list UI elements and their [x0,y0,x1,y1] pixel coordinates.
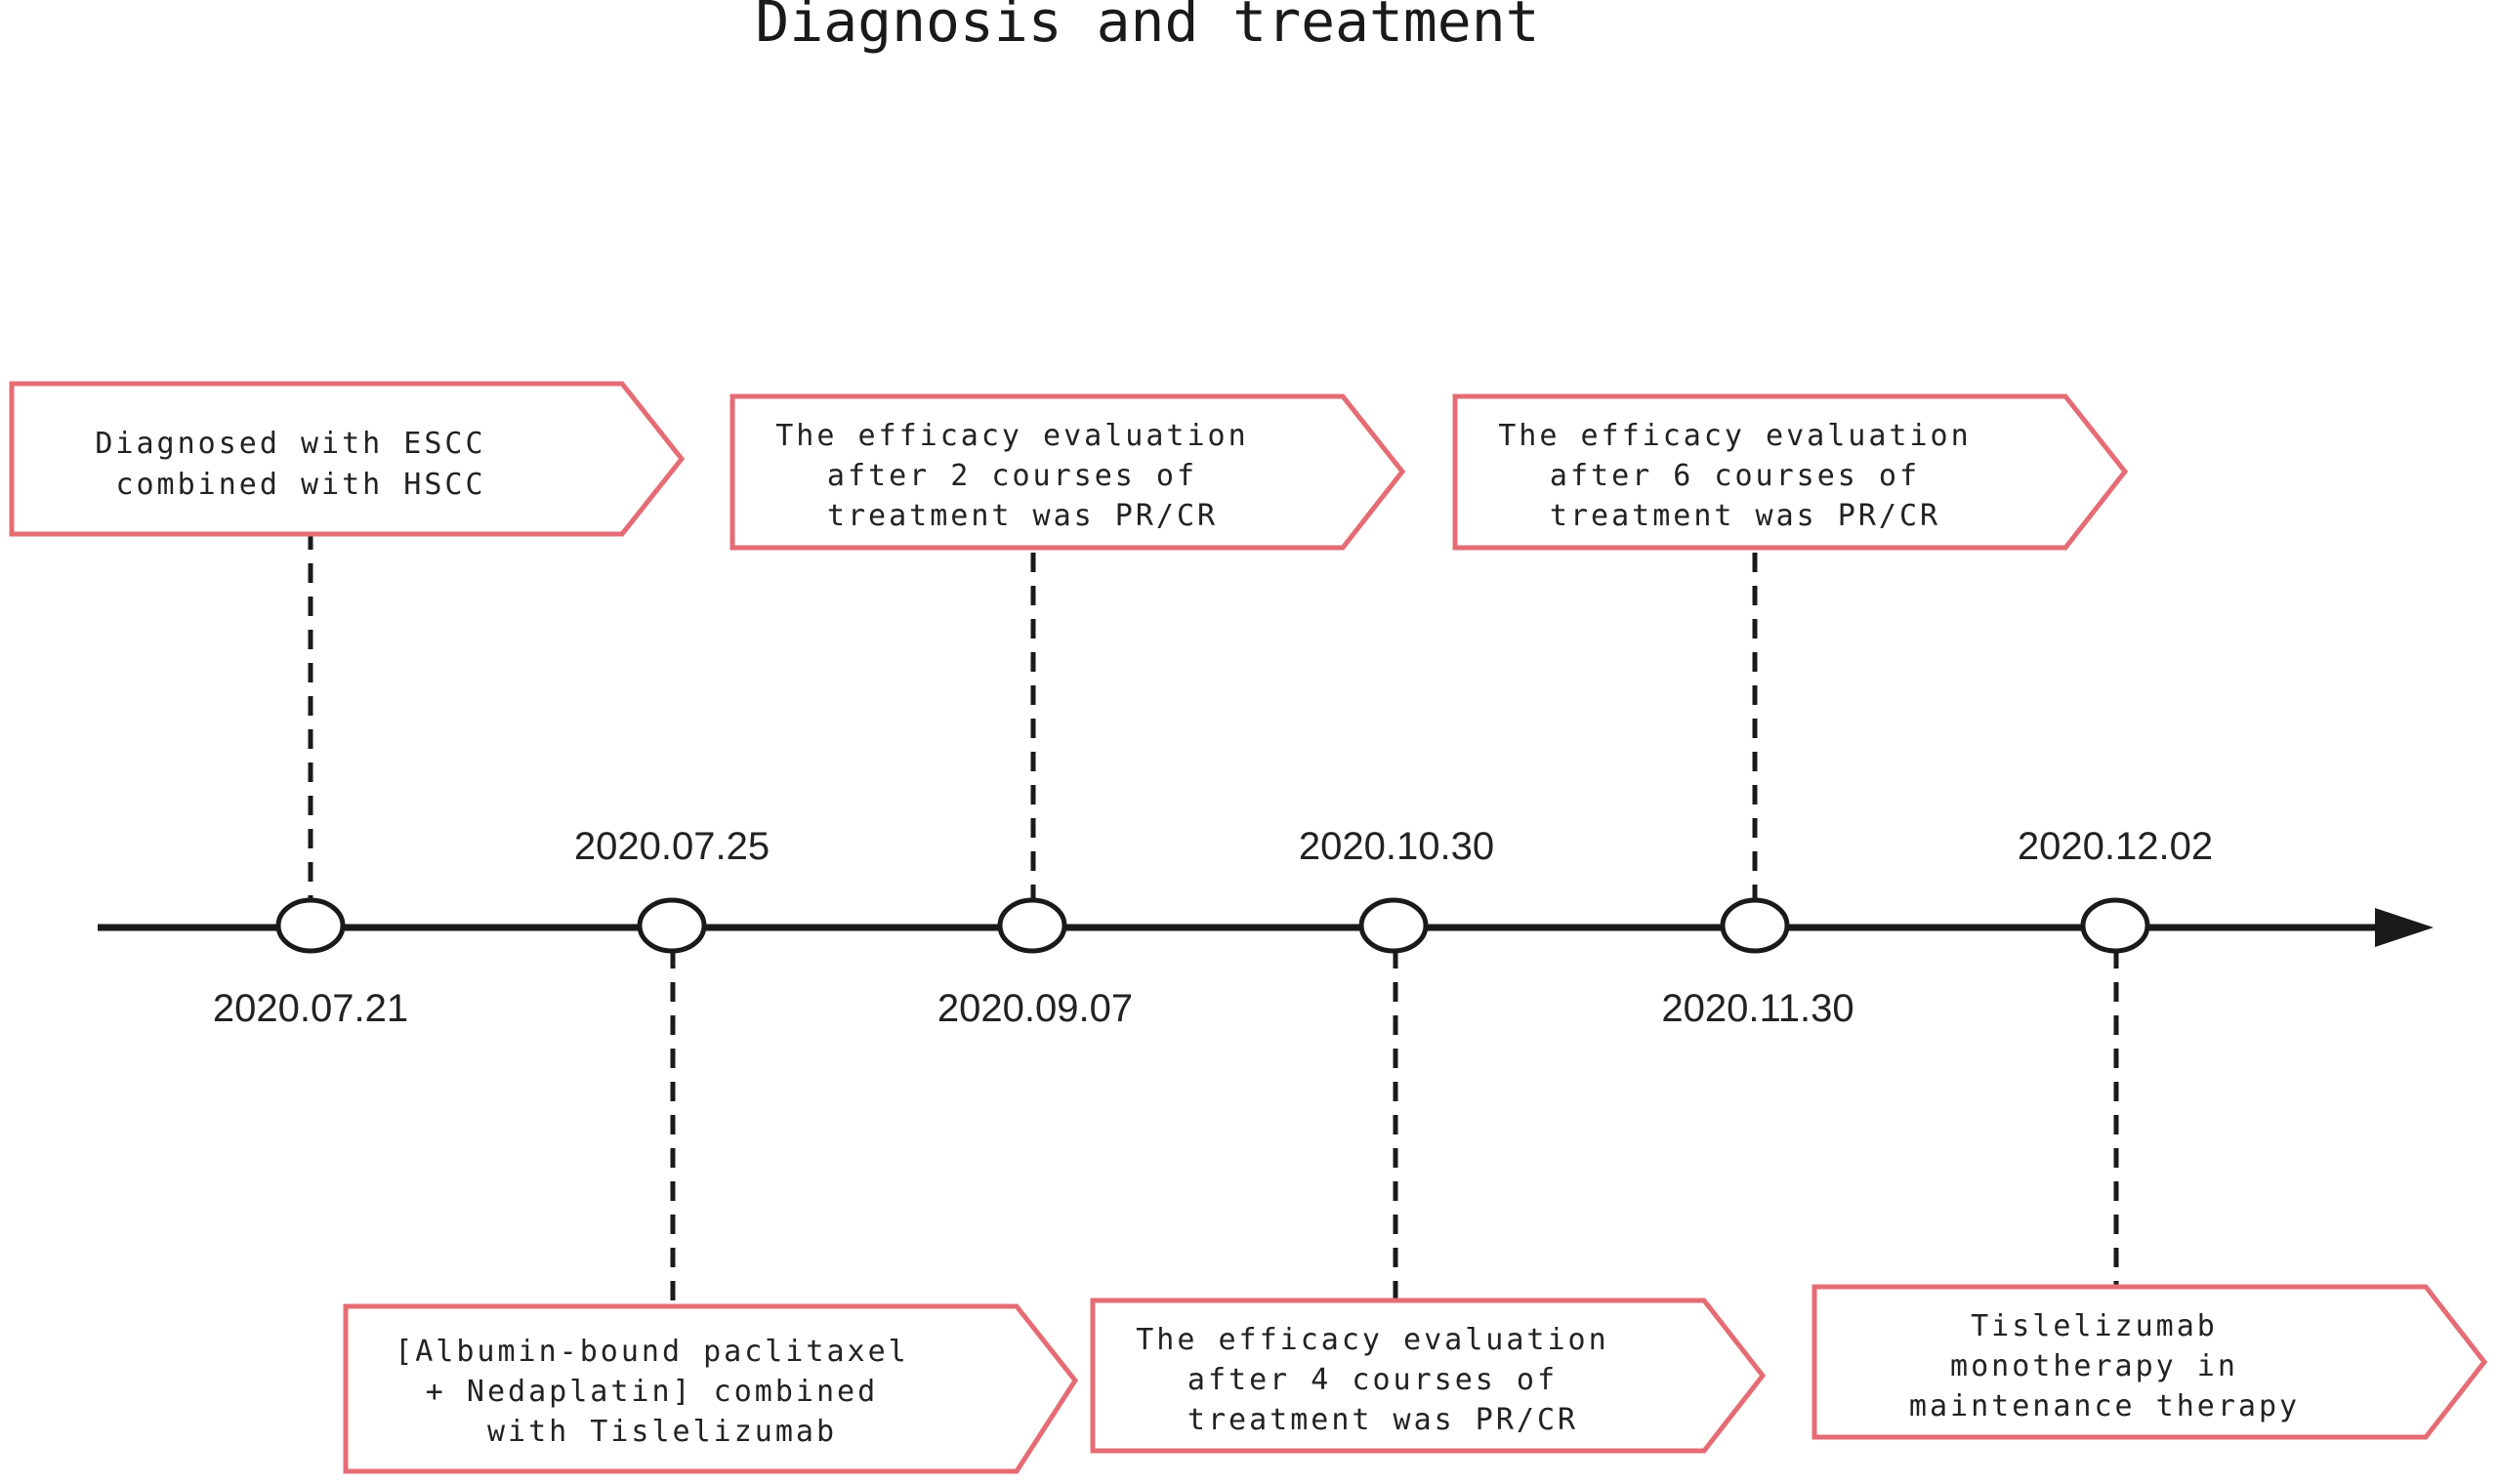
event-box-4-text: The efficacy evaluation after 4 courses … [1136,1323,1629,1437]
event-1-line-1: Diagnosed with ESCC [95,427,485,461]
date-label-5: 2020.11.30 [1661,987,1853,1030]
event-box-2-text: [Albumin-bound paclitaxel + Nedaplatin] … [395,1335,930,1449]
event-3-line-3: treatment was PR/CR [827,499,1218,533]
event-2-line-3: with Tislelizumab [487,1415,837,1449]
event-2-line-2: + Nedaplatin] combined [426,1375,878,1409]
date-label-3: 2020.09.07 [937,987,1133,1030]
event-box-6-shape [1812,1284,2488,1440]
event-6-line-3: maintenance therapy [1909,1389,2300,1423]
event-4-line-3: treatment was PR/CR [1187,1403,1578,1437]
event-3-line-1: The efficacy evaluation [775,419,1248,453]
event-5-line-3: treatment was PR/CR [1550,499,1940,533]
event-box-3: The efficacy evaluation after 2 courses … [729,393,1406,551]
event-box-1-text: Diagnosed with ESCC combined with HSCC [95,427,506,502]
date-label-2: 2020.07.25 [574,825,770,868]
event-box-1: Diagnosed with ESCC combined with HSCC [9,381,686,537]
event-box-6: Tislelizumab monotherapy in maintenance … [1812,1284,2488,1440]
event-5-line-2: after 6 courses of [1550,459,1920,493]
timeline-node-5 [1720,897,1790,954]
event-box-5: The efficacy evaluation after 6 courses … [1452,393,2129,551]
event-box-4-shape [1090,1298,1767,1454]
event-2-line-1: [Albumin-bound paclitaxel [395,1335,909,1369]
event-box-5-shape [1452,393,2129,551]
event-box-3-shape [729,393,1406,551]
event-box-6-text: Tislelizumab monotherapy in maintenance … [1909,1309,2300,1423]
event-box-4: The efficacy evaluation after 4 courses … [1090,1298,1767,1454]
timeline-node-2 [637,897,707,954]
timeline-node-6 [2080,897,2150,954]
axis-arrowhead-icon [2375,908,2434,947]
event-3-line-2: after 2 courses of [827,459,1197,493]
event-1-line-2: combined with HSCC [115,468,485,502]
timeline-node-1 [275,897,346,954]
event-6-line-2: monotherapy in [1950,1349,2238,1383]
date-label-1: 2020.07.21 [213,987,408,1030]
timeline-node-3 [997,897,1067,954]
event-box-2: [Albumin-bound paclitaxel + Nedaplatin] … [343,1303,1079,1474]
event-box-2-shape [343,1303,1079,1474]
event-box-3-text: The efficacy evaluation after 2 courses … [775,419,1269,533]
date-label-4: 2020.10.30 [1299,825,1494,868]
date-label-6: 2020.12.02 [2018,825,2213,868]
event-4-line-2: after 4 courses of [1187,1363,1558,1397]
event-5-line-1: The efficacy evaluation [1498,419,1971,453]
event-6-line-1: Tislelizumab [1971,1309,2218,1343]
event-4-line-1: The efficacy evaluation [1136,1323,1608,1357]
event-box-1-shape [9,381,686,537]
timeline-node-4 [1358,897,1429,954]
event-box-5-text: The efficacy evaluation after 6 courses … [1498,419,1991,533]
page-title: Diagnosis and treatment [755,0,1539,55]
